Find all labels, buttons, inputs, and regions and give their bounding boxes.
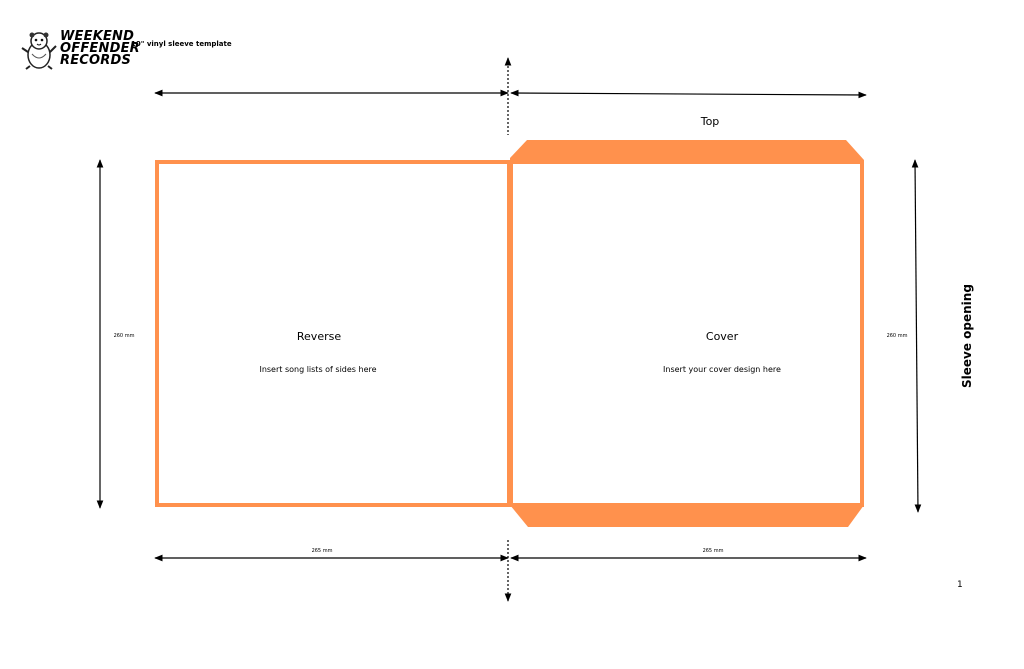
reverse-hint: Insert song lists of sides here — [259, 365, 377, 374]
logo-line-weekend: WEEKEND — [60, 29, 135, 44]
right-height-arrow — [911, 159, 922, 513]
right-height-label: 260 mm — [886, 333, 908, 339]
logo: WEEKEND OFFENDER RECORDS — [60, 29, 140, 68]
top-flap — [510, 140, 864, 160]
logo-line-offender: OFFENDER — [60, 41, 140, 56]
logo-line-records: RECORDS — [60, 53, 132, 68]
template-subtitle: 10" vinyl sleeve template — [131, 40, 232, 48]
page-number: 1 — [957, 580, 963, 590]
bottom-flap — [510, 505, 864, 527]
bottom-left-width-label: 265 mm — [311, 548, 333, 554]
gopher-mascot-icon — [21, 32, 57, 70]
top-width-arrow-right — [510, 89, 867, 99]
sleeve-opening-label: Sleeve opening — [960, 284, 974, 388]
left-height-label: 260 mm — [113, 333, 135, 339]
bottom-right-width-label: 265 mm — [702, 548, 724, 554]
cover-title: Cover — [705, 330, 739, 343]
reverse-title: Reverse — [296, 330, 342, 343]
top-label: Top — [700, 115, 720, 128]
cover-hint: Insert your cover design here — [663, 365, 781, 374]
